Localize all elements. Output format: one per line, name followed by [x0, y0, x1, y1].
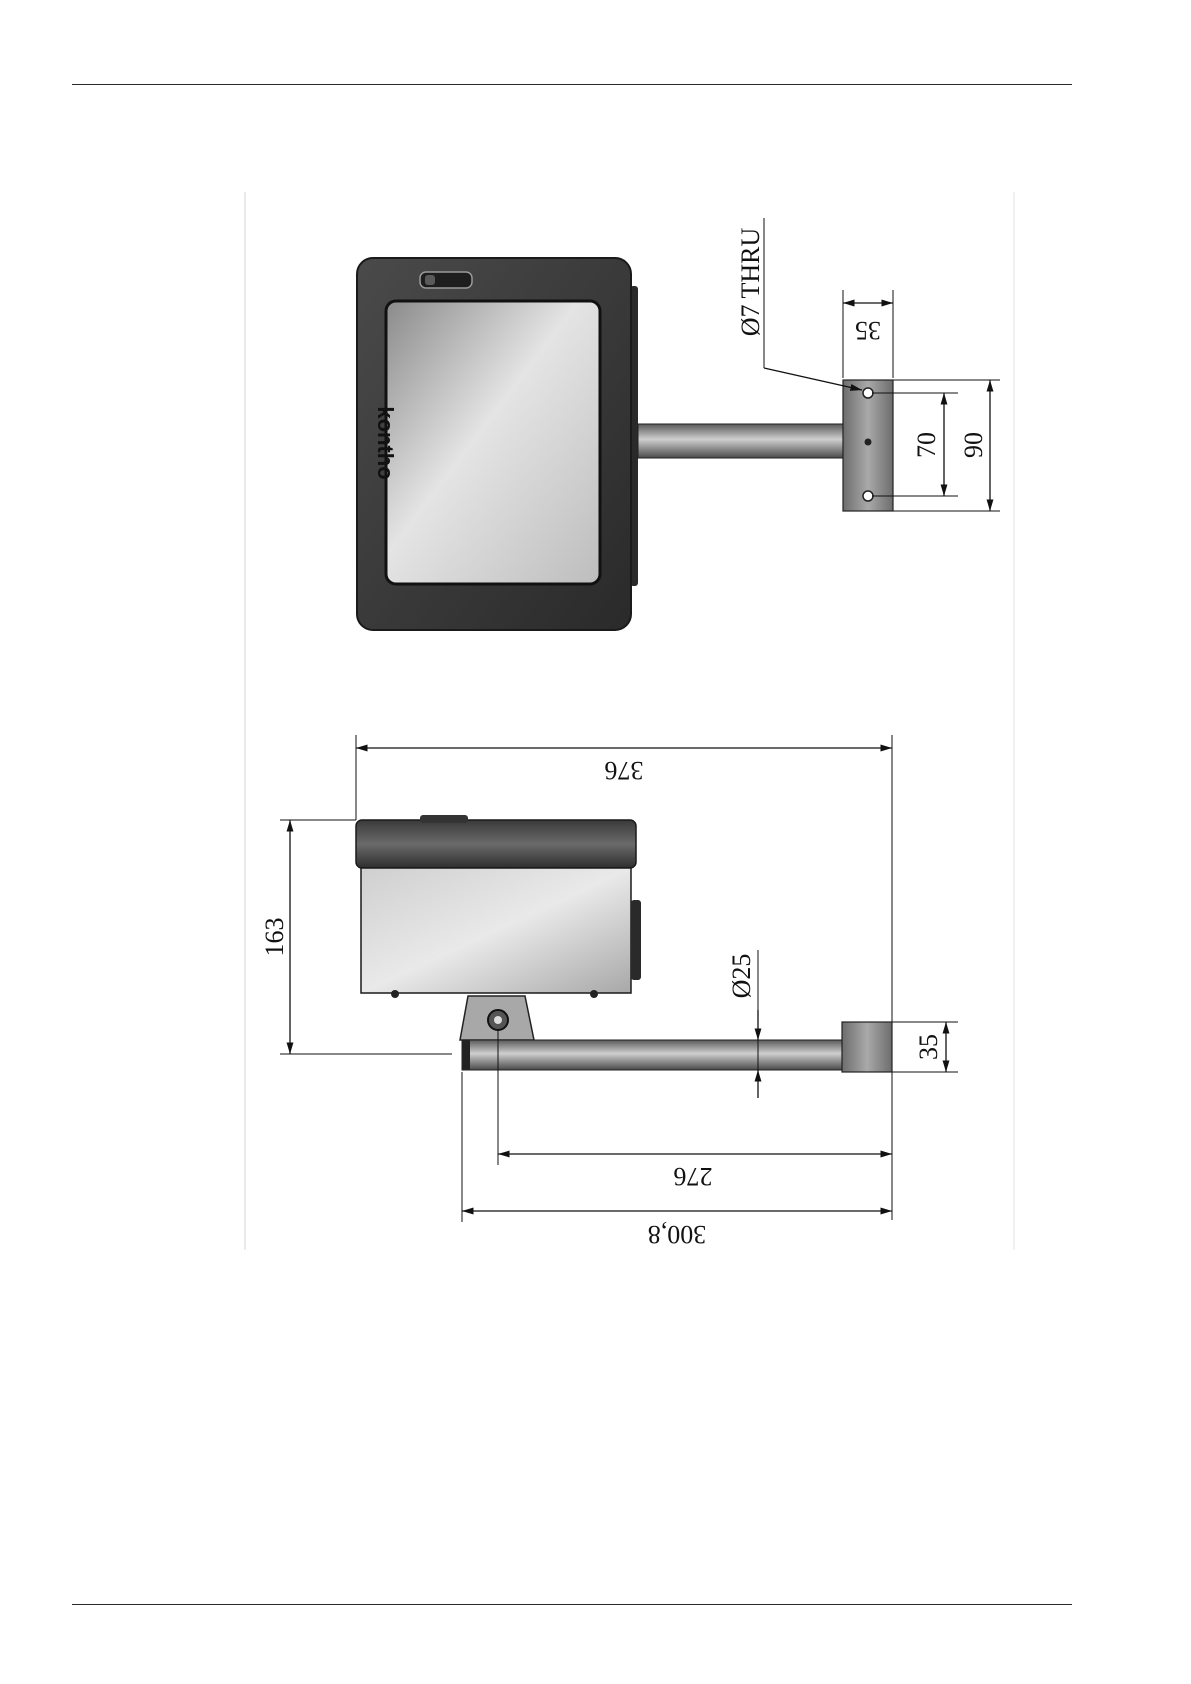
indicator-lens — [425, 275, 435, 285]
end-mount-block — [842, 1022, 892, 1072]
mounting-hole — [863, 388, 873, 398]
mounting-hole — [863, 491, 873, 501]
side-view: 376 163 Ø25 35 27 — [260, 735, 958, 1249]
hole-leader-arrow — [764, 368, 862, 390]
dim-hole-spacing: 70 — [912, 432, 941, 458]
housing-connector — [631, 900, 641, 980]
hole-callout-label: Ø7 THRU — [736, 227, 765, 336]
tube-end-cap — [462, 1040, 470, 1070]
dim-tube-diameter: Ø25 — [727, 954, 756, 999]
side-arm-tube — [462, 1040, 842, 1070]
plate-center-screw — [865, 439, 872, 446]
dim-pivot-to-end: 276 — [674, 1162, 713, 1191]
display-screen — [386, 301, 600, 584]
pivot-bolt-center — [494, 1016, 502, 1024]
dim-arm-length: 300,8 — [648, 1220, 707, 1249]
dim-overall-height: 163 — [260, 918, 289, 957]
top-arm-tube — [638, 424, 843, 458]
top-view: kontho Ø7 THRU 35 70 90 — [357, 218, 1000, 630]
housing-body-side — [361, 868, 631, 993]
housing-foot — [590, 990, 598, 998]
housing-lid — [356, 820, 636, 868]
dim-overall-length: 376 — [605, 756, 644, 785]
brand-logo: kontho — [373, 406, 398, 479]
housing-foot — [391, 990, 399, 998]
dim-block-height: 35 — [914, 1034, 943, 1060]
lid-indicator — [420, 815, 468, 823]
dim-plate-height: 90 — [959, 432, 988, 458]
dim-plate-width: 35 — [855, 316, 881, 345]
